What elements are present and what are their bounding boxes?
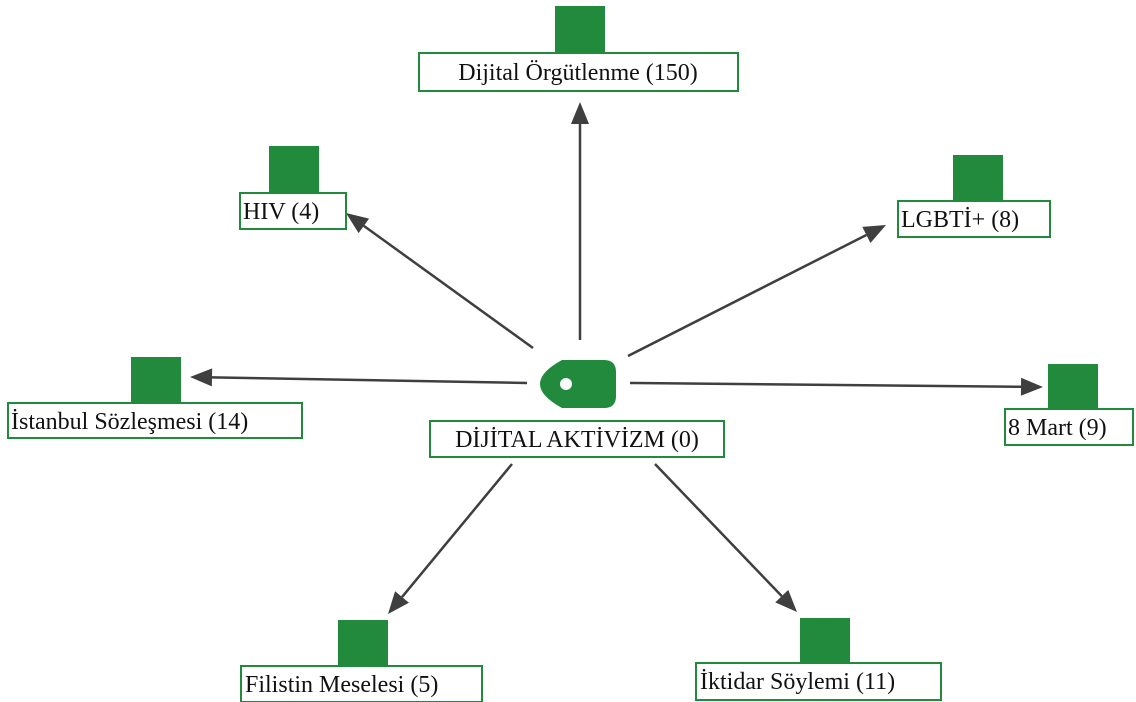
center-label-box [429,420,725,458]
node-square [269,146,319,192]
node-label: LGBTİ+ (8) [901,207,1019,233]
node-square [555,6,605,52]
node-square [953,155,1003,201]
node-label: İktidar Söylemi (11) [700,669,895,695]
center-node[interactable]: DİJİTAL AKTİVİZM (0) [429,360,725,458]
node-label: 8 Mart (9) [1008,415,1107,441]
tag-icon [540,360,616,408]
edge-line [211,376,528,385]
node-iktidar-soylemi[interactable]: İktidar Söylemi (11) [695,618,942,701]
edge-line [363,224,534,350]
node-label: HIV (4) [243,199,319,225]
arrow-head [388,591,409,614]
edge-to-lgbti [627,225,886,358]
arrow-head [775,589,797,612]
arrow-head [190,368,213,387]
node-square [800,618,850,664]
edge-to-iktidar-soylemi [654,463,797,612]
edge-to-hiv [346,213,534,350]
node-label-box [418,52,739,92]
arrow-head [1020,377,1043,396]
node-label-box [897,200,1051,238]
node-istanbul-sozlesmesi[interactable]: İstanbul Sözleşmesi (14) [7,357,303,439]
node-square [1048,364,1098,410]
node-dijital-orgutlenme[interactable]: Dijital Örgütlenme (150) [418,6,739,92]
edge-line [627,233,867,358]
edge-to-filistin-meselesi [388,463,513,614]
edge-line [401,463,513,598]
node-label: Filistin Meselesi (5) [245,672,438,698]
node-square [338,620,388,666]
node-label-box [695,662,942,701]
node-filistin-meselesi[interactable]: Filistin Meselesi (5) [240,620,483,702]
node-label: İstanbul Sözleşmesi (14) [11,409,248,435]
edge-to-istanbul-sozlesmesi [190,368,528,387]
node-label-box [239,192,347,230]
edge-to-dijital-orgutlenme [571,102,589,340]
edge-line [654,463,783,597]
node-square [131,357,181,403]
edges-layer [190,102,1043,614]
tag-hole [560,378,572,390]
node-label-box [240,665,483,702]
node-label-box [7,402,303,439]
node-lgbti[interactable]: LGBTİ+ (8) [897,155,1051,238]
arrow-head [346,213,370,234]
node-label: Dijital Örgütlenme (150) [458,60,698,86]
node-label-box [1004,408,1134,446]
node-hiv[interactable]: HIV (4) [239,146,347,230]
arrow-head [571,102,589,124]
node-8-mart[interactable]: 8 Mart (9) [1004,364,1134,446]
center-label: DİJİTAL AKTİVİZM (0) [455,427,699,453]
edge-line [629,381,1022,389]
edge-to-8-mart [629,377,1043,396]
arrow-head [862,225,886,243]
